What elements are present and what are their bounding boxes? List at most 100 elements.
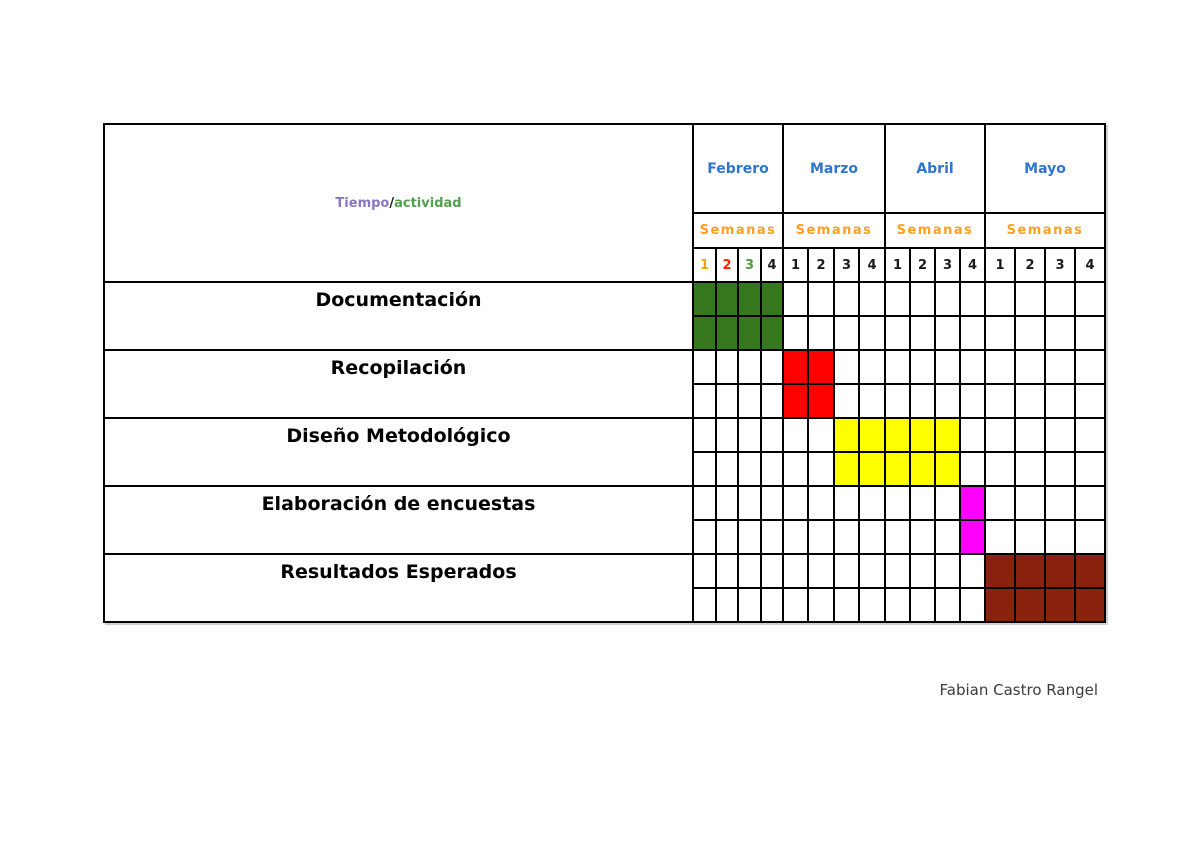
- week-number-cell: 1: [884, 247, 911, 283]
- week-number-cell: 3: [833, 247, 860, 283]
- gantt-fill-cell: [692, 315, 717, 351]
- activity-label: Elaboración de encuestas: [261, 493, 536, 515]
- week-number-cell: 3: [737, 247, 762, 283]
- week-cell: [984, 349, 1016, 385]
- week-cell: [909, 315, 936, 351]
- week-cell: [807, 417, 835, 453]
- week-cell: [715, 485, 739, 521]
- gantt-fill-cell: [782, 349, 809, 385]
- gantt-fill-cell: [1074, 553, 1106, 589]
- week-cell: [1014, 383, 1046, 419]
- week-cell: [760, 451, 784, 487]
- week-cell: [807, 315, 835, 351]
- gantt-fill-cell: [909, 451, 936, 487]
- activity-label: Documentación: [315, 289, 482, 311]
- week-cell: [1044, 349, 1076, 385]
- week-cell: [984, 451, 1016, 487]
- week-cell: [858, 349, 886, 385]
- week-cell: [858, 519, 886, 555]
- week-number-cell: 1: [692, 247, 717, 283]
- month-header-2: Marzo: [782, 123, 886, 214]
- activity-label: Recopilación: [330, 357, 467, 379]
- week-cell: [737, 451, 762, 487]
- week-number-cell: 2: [1014, 247, 1046, 283]
- week-cell: [959, 553, 986, 589]
- week-cell: [737, 519, 762, 555]
- week-cell: [909, 281, 936, 317]
- gantt-fill-cell: [1014, 587, 1046, 623]
- week-cell: [760, 417, 784, 453]
- week-cell: [833, 349, 860, 385]
- week-cell: [959, 383, 986, 419]
- gantt-fill-cell: [737, 281, 762, 317]
- gantt-fill-cell: [984, 553, 1016, 589]
- week-cell: [833, 281, 860, 317]
- semanas-header-4: Semanas: [984, 212, 1106, 249]
- week-cell: [984, 383, 1016, 419]
- week-cell: [934, 383, 961, 419]
- week-cell: [1074, 349, 1106, 385]
- week-number-cell: 4: [959, 247, 986, 283]
- week-cell: [737, 349, 762, 385]
- week-cell: [1014, 281, 1046, 317]
- week-cell: [833, 315, 860, 351]
- week-cell: [737, 417, 762, 453]
- week-cell: [1074, 451, 1106, 487]
- week-cell: [1014, 519, 1046, 555]
- week-cell: [782, 553, 809, 589]
- week-cell: [934, 587, 961, 623]
- activity-label: Resultados Esperados: [280, 561, 517, 583]
- corner-tiempo-text: Tiempo: [335, 195, 390, 211]
- week-cell: [715, 383, 739, 419]
- week-cell: [984, 281, 1016, 317]
- week-cell: [737, 553, 762, 589]
- gantt-fill-cell: [959, 485, 986, 521]
- gantt-fill-cell: [760, 315, 784, 351]
- week-number-cell: 4: [858, 247, 886, 283]
- month-header-3: Abril: [884, 123, 986, 214]
- gantt-fill-cell: [737, 315, 762, 351]
- week-cell: [833, 485, 860, 521]
- week-cell: [737, 383, 762, 419]
- semanas-header-3: Semanas: [884, 212, 986, 249]
- week-cell: [715, 553, 739, 589]
- gantt-fill-cell: [1014, 553, 1046, 589]
- gantt-fill-cell: [833, 451, 860, 487]
- week-cell: [959, 349, 986, 385]
- activity-label: Diseño Metodológico: [286, 425, 511, 447]
- week-cell: [807, 485, 835, 521]
- week-cell: [782, 315, 809, 351]
- week-cell: [858, 281, 886, 317]
- gantt-fill-cell: [934, 451, 961, 487]
- week-cell: [1014, 417, 1046, 453]
- week-cell: [858, 383, 886, 419]
- week-number-cell: 3: [934, 247, 961, 283]
- week-cell: [1044, 281, 1076, 317]
- week-cell: [737, 587, 762, 623]
- gantt-fill-cell: [715, 315, 739, 351]
- month-header-4: Mayo: [984, 123, 1106, 214]
- week-cell: [692, 383, 717, 419]
- week-cell: [1074, 383, 1106, 419]
- gantt-fill-cell: [1044, 553, 1076, 589]
- week-cell: [858, 587, 886, 623]
- activity-label-cell: Documentación: [103, 281, 694, 351]
- week-cell: [760, 553, 784, 589]
- week-number-cell: 1: [782, 247, 809, 283]
- week-cell: [715, 451, 739, 487]
- week-number-cell: 2: [715, 247, 739, 283]
- week-cell: [1014, 315, 1046, 351]
- week-cell: [884, 281, 911, 317]
- week-cell: [807, 587, 835, 623]
- week-cell: [807, 451, 835, 487]
- author-name: Fabian Castro Rangel: [939, 681, 1098, 699]
- week-cell: [833, 587, 860, 623]
- week-cell: [1014, 349, 1046, 385]
- time-activity-header: Tiempo/actividad: [103, 123, 694, 283]
- week-cell: [807, 553, 835, 589]
- week-cell: [984, 417, 1016, 453]
- semanas-header-2: Semanas: [782, 212, 886, 249]
- week-cell: [782, 485, 809, 521]
- week-cell: [884, 553, 911, 589]
